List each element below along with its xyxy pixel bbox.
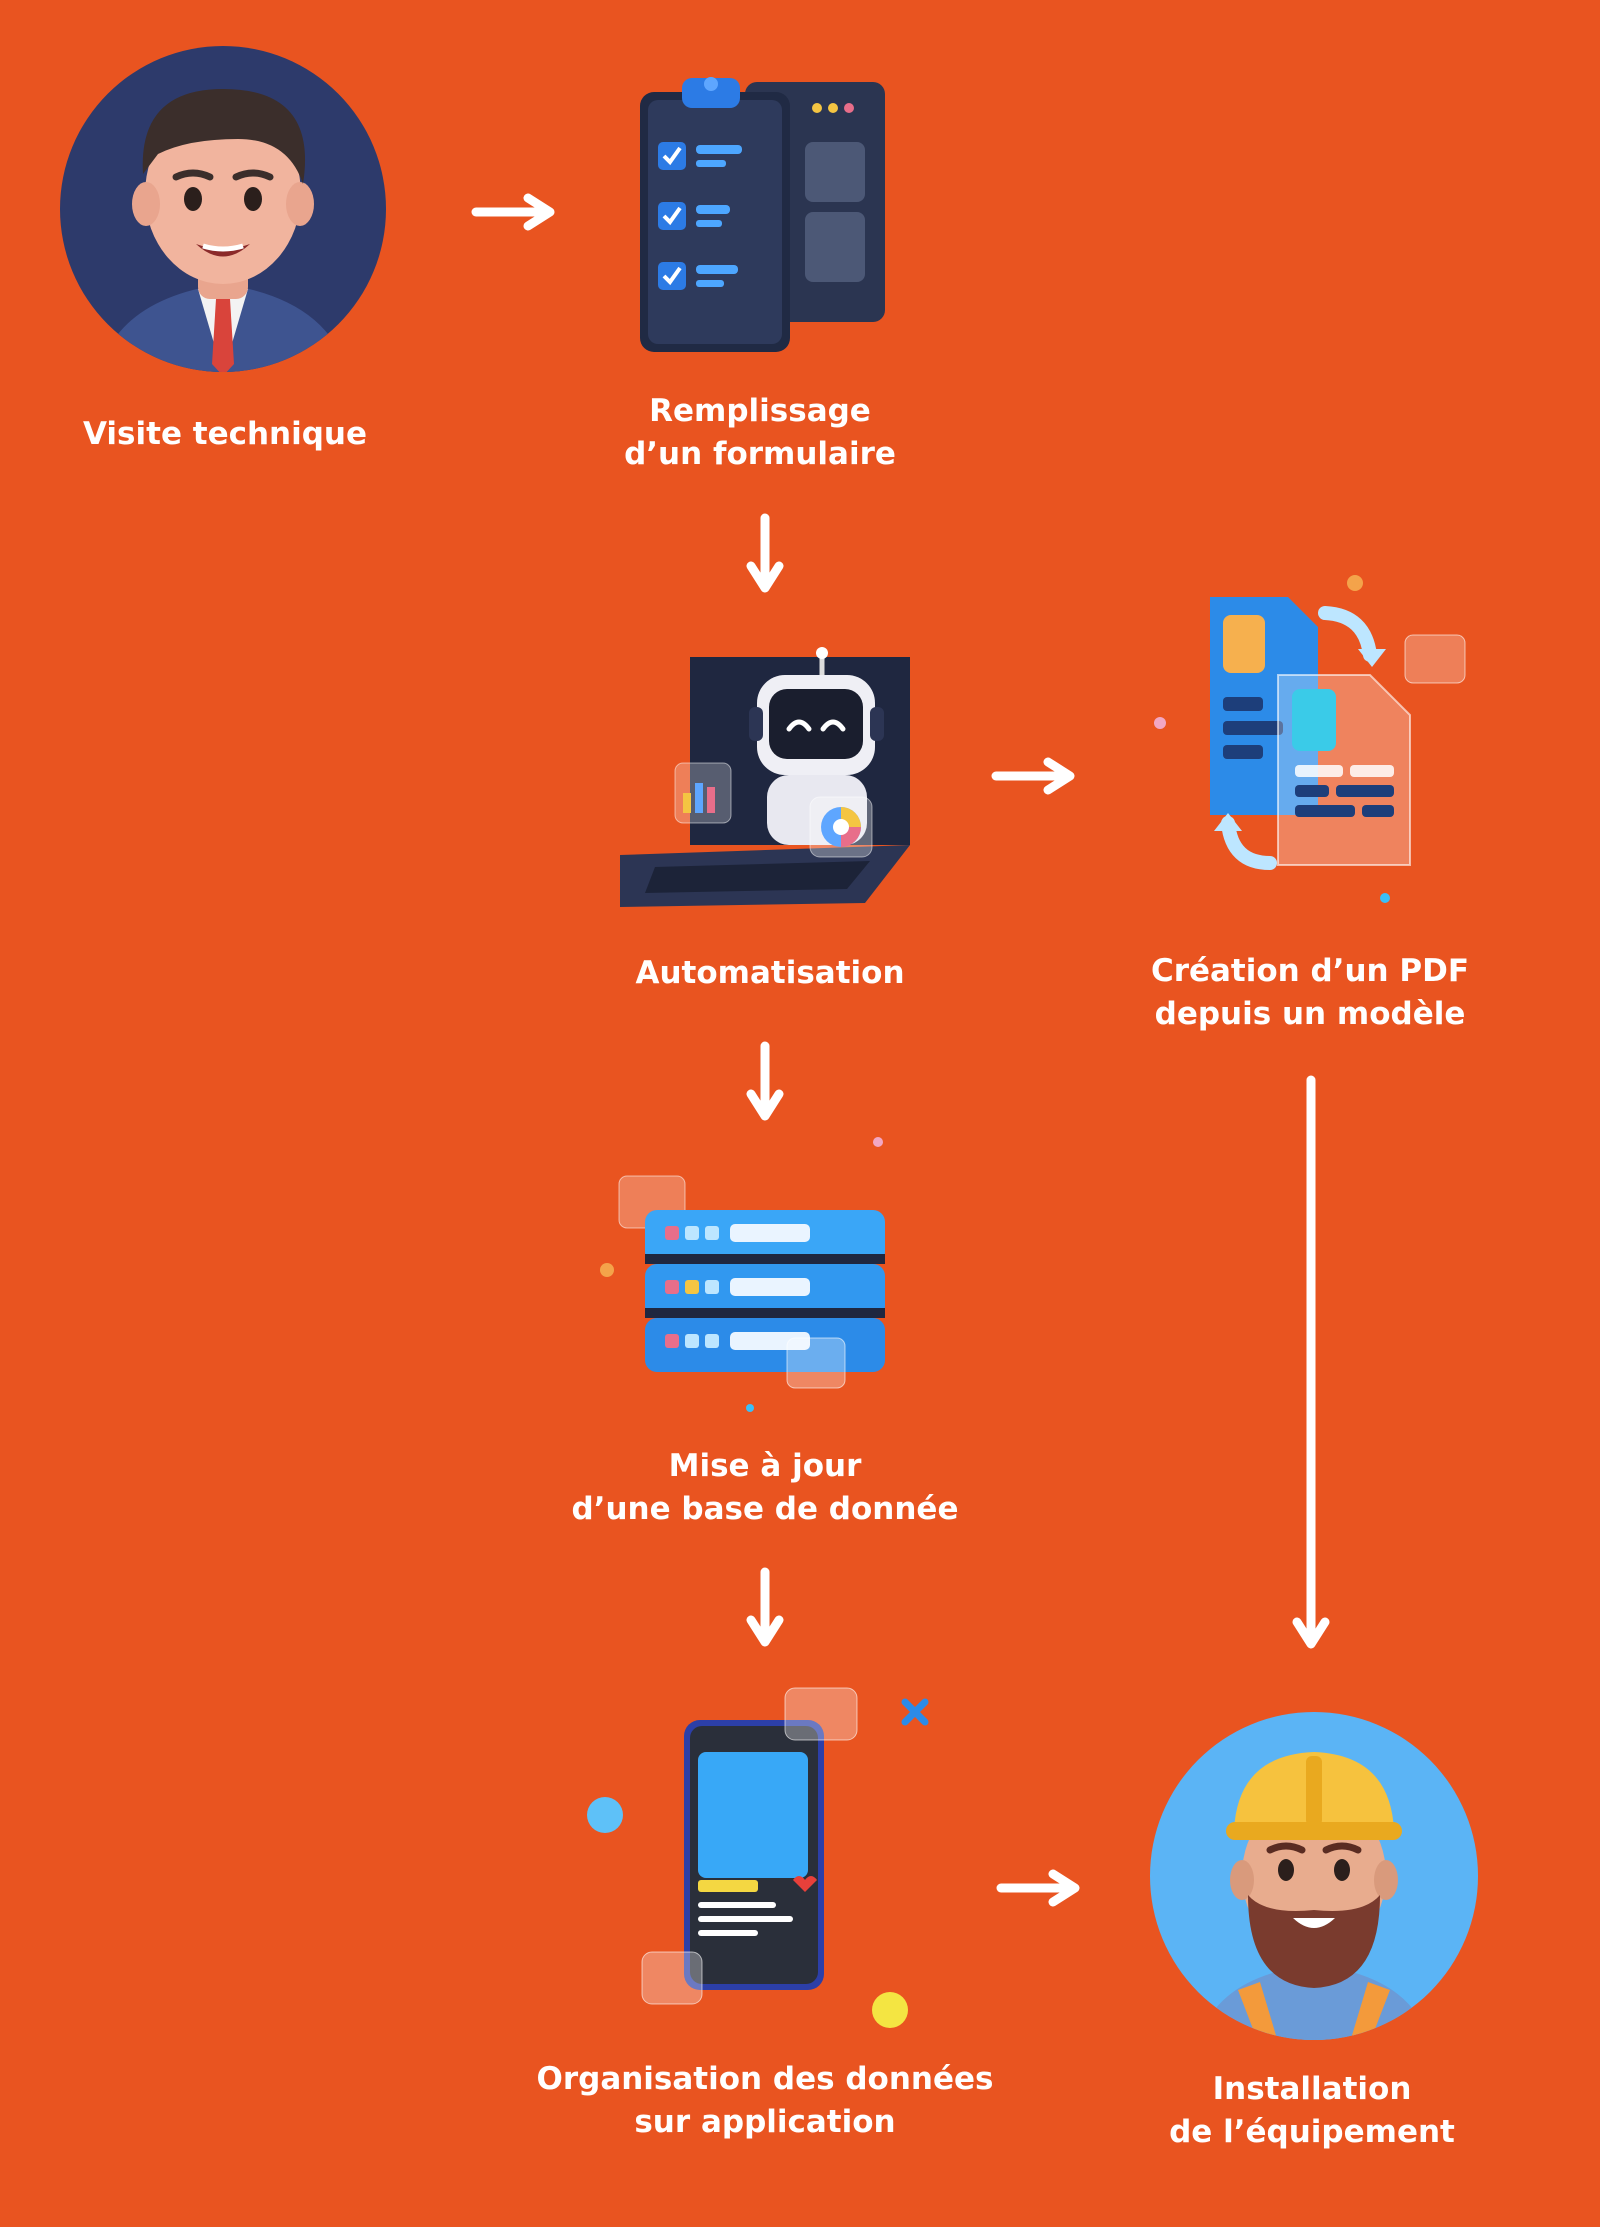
- businessman-avatar-icon: [60, 46, 386, 372]
- mobile-app-icon: [587, 1687, 929, 2028]
- step-label-formulaire: Remplissage d’un formulaire: [624, 393, 896, 472]
- arrow-down-long-icon: [1292, 1075, 1330, 1649]
- arrow-down-icon: [746, 1567, 784, 1647]
- step-label-pdf: Création d’un PDF depuis un modèle: [1150, 953, 1470, 1032]
- database-server-icon: [600, 1137, 885, 1412]
- arrow-right-icon: [996, 1869, 1080, 1907]
- document-pdf-icon: [1154, 575, 1466, 903]
- step-label-database: Mise à jour d’une base de donnée: [571, 1448, 959, 1527]
- worker-avatar-icon: [1150, 1712, 1478, 2040]
- step-label-installation: Installation de l’équipement: [1169, 2071, 1455, 2150]
- arrow-right-icon: [991, 757, 1075, 795]
- step-label-visite: Visite technique: [82, 416, 368, 452]
- robot-laptop-icon: [620, 647, 910, 907]
- step-label-automatisation: Automatisation: [635, 955, 905, 991]
- arrow-right-icon: [471, 193, 555, 231]
- arrow-down-icon: [746, 513, 784, 593]
- clipboard-form-icon: [640, 77, 885, 352]
- arrow-down-icon: [746, 1041, 784, 1121]
- step-label-application: Organisation des données sur application: [536, 2061, 994, 2140]
